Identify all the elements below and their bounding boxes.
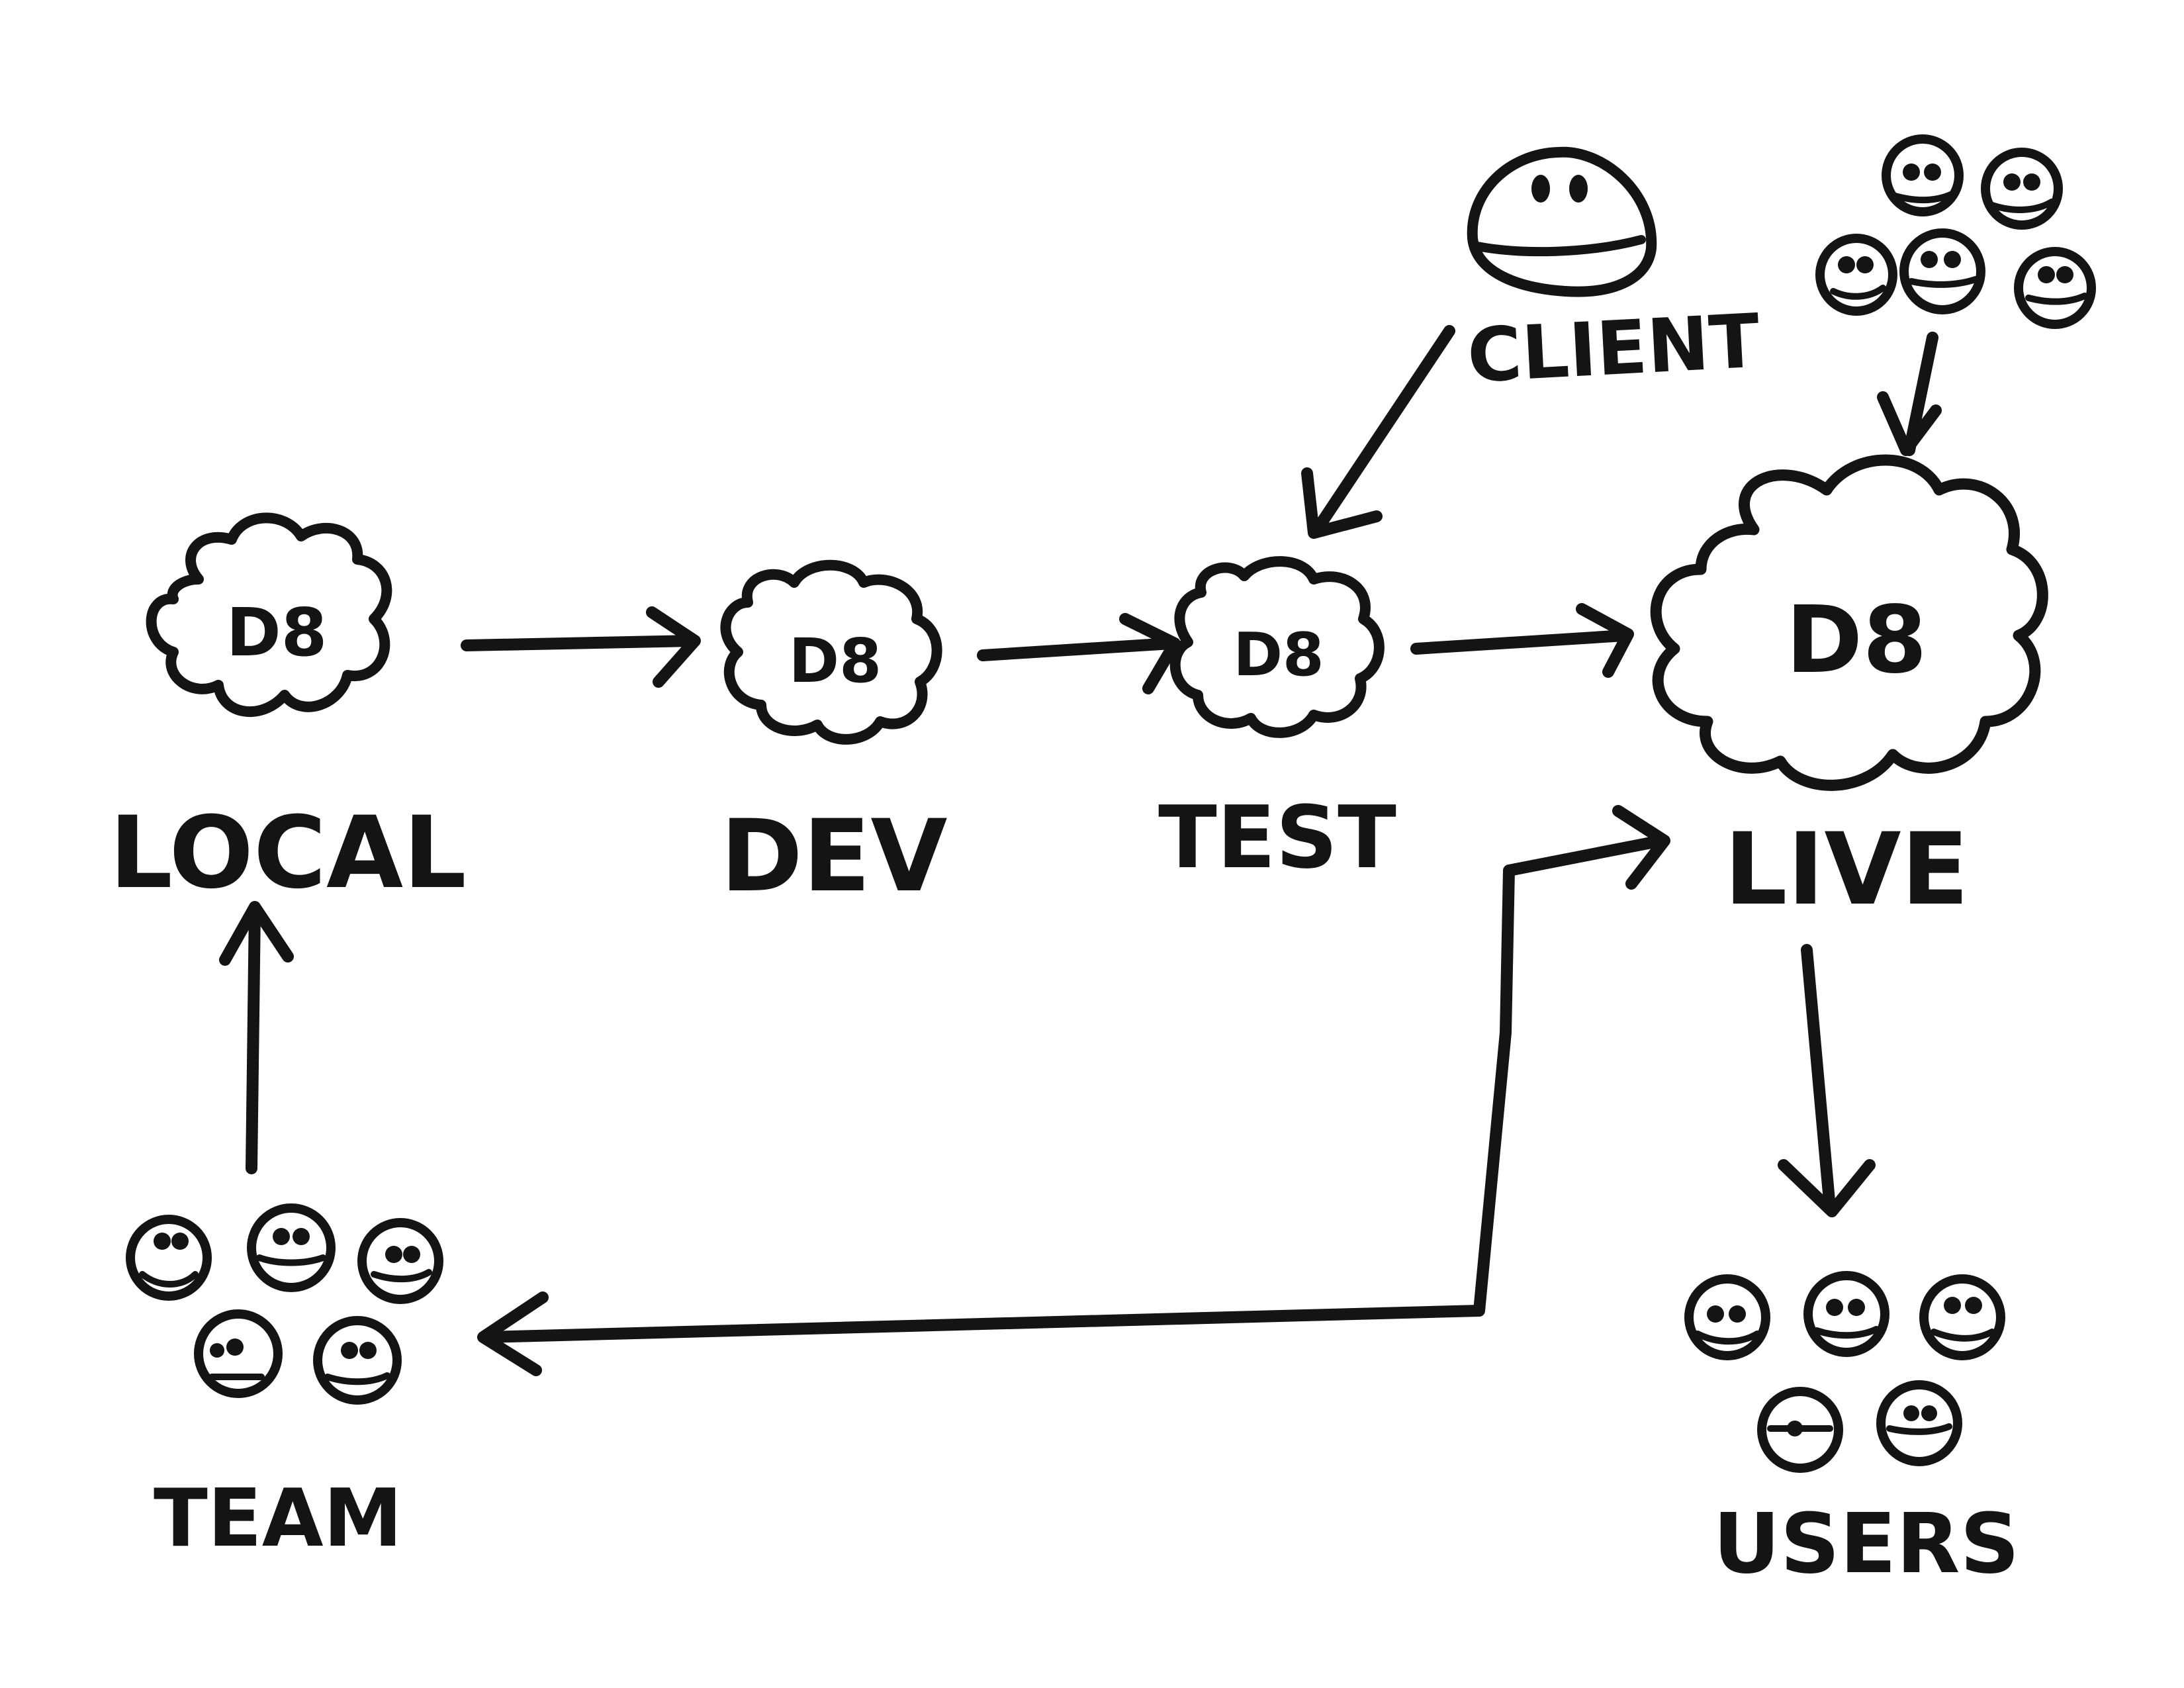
cloud-local-badge: D8 [226, 594, 328, 671]
user-face-top-3 [1815, 234, 1897, 316]
team-face-2 [247, 1203, 336, 1292]
arrow-test-to-live [1410, 603, 1634, 678]
user-face-top-4 [1899, 228, 1985, 314]
user-face-top-5 [2014, 247, 2096, 329]
user-face-bottom-5 [1876, 1380, 1962, 1466]
arrow-live-to-users [1778, 944, 1876, 1217]
client-eye-left [1531, 175, 1550, 203]
arrow-team-to-local [219, 901, 294, 1174]
arrow-dev-to-test [977, 613, 1181, 694]
label-client: CLIENT [1465, 299, 1762, 400]
user-face-top-1 [1882, 134, 1964, 216]
team-face-3 [357, 1218, 443, 1304]
label-local: LOCAL [109, 796, 467, 911]
arrow-live-to-team-loop [477, 805, 1670, 1376]
user-face-bottom-3 [1919, 1274, 2005, 1360]
arrow-client-to-test [1301, 325, 1455, 539]
cloud-live: D8 [1650, 454, 2048, 791]
team-face-5 [313, 1316, 402, 1405]
cloud-dev-badge: D8 [789, 626, 882, 696]
users-cluster-top [1815, 134, 2096, 329]
user-face-bottom-1 [1684, 1274, 1770, 1360]
users-cluster-bottom [1684, 1271, 2005, 1473]
team-face-4 [194, 1309, 283, 1398]
label-test: TEST [1158, 787, 1396, 888]
team-cluster [126, 1203, 443, 1405]
label-team: TEAM [154, 1473, 402, 1565]
label-users: USERS [1713, 1496, 2019, 1592]
user-face-top-2 [1981, 148, 2063, 230]
cloud-local: D8 [146, 512, 392, 717]
client-face [1467, 146, 1657, 297]
arrow-users-to-live [1877, 332, 1942, 456]
label-live: LIVE [1724, 812, 1969, 927]
label-dev: DEV [720, 799, 947, 914]
team-face-1 [126, 1215, 212, 1301]
user-face-bottom-4 [1757, 1387, 1843, 1473]
user-face-bottom-2 [1803, 1271, 1889, 1357]
client-eye-right [1569, 175, 1588, 203]
cloud-test: D8 [1169, 556, 1385, 738]
arrow-local-to-dev [461, 606, 701, 688]
cloud-live-badge: D8 [1786, 586, 1927, 694]
cloud-test-badge: D8 [1233, 620, 1324, 690]
cloud-dev: D8 [720, 559, 942, 745]
